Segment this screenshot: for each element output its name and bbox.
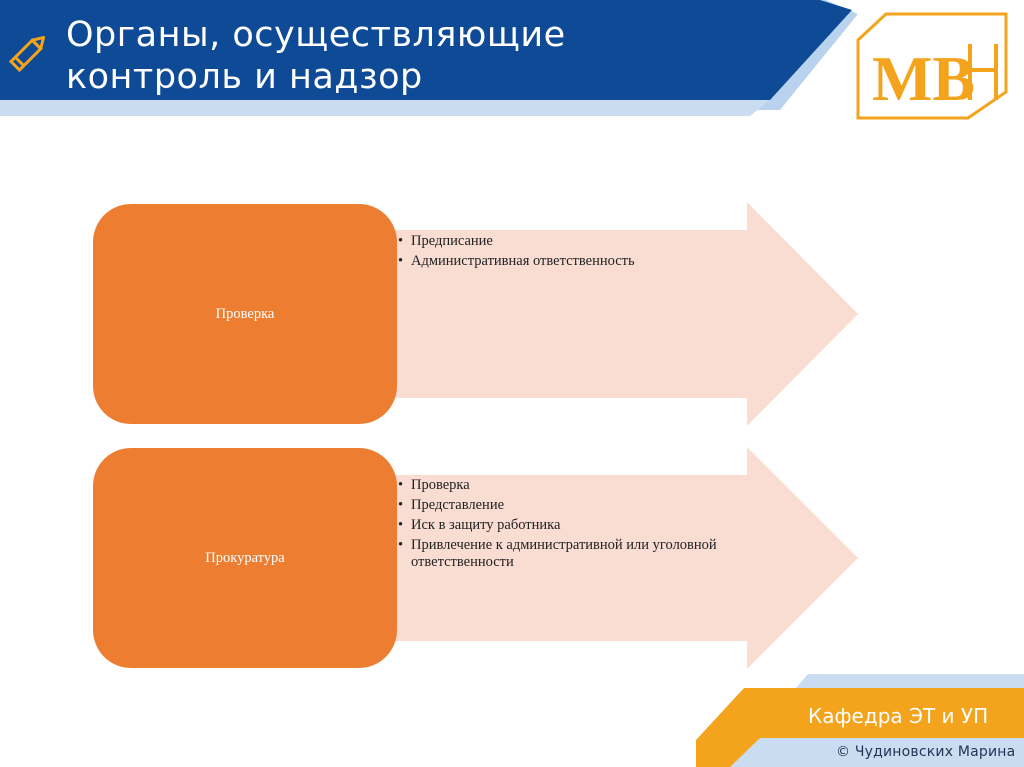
list-item: •Предписание [398,233,493,249]
department-label: Кафедра ЭТ и УП [808,704,989,728]
pencil-icon [8,35,46,73]
header-band [0,0,858,116]
copyright-text: © Чудиновских Марина [836,744,1016,760]
page-title: Органы, осуществляющие контроль и надзор [66,14,686,98]
list-item: •Административная ответственность [398,253,635,269]
row-2-arrow [340,447,858,669]
title-line-1: Органы, осуществляющие [66,15,566,55]
mvb-logo: МВ [856,12,1008,120]
list-item: •Привлечение к административной или угол… [398,537,717,570]
row-1-arrow [340,202,858,426]
row-1-list: •Предписание •Административная ответстве… [396,233,736,273]
list-item: •Проверка [398,477,470,493]
list-item: •Представление [398,497,505,513]
row-2-list: •Проверка •Представление •Иск в защиту р… [396,477,791,574]
title-line-2: контроль и надзор [66,57,423,97]
list-item: •Иск в защиту работника [398,517,561,533]
row-2-box [93,448,397,668]
row-1-box [93,204,397,424]
footer-band [696,674,1024,767]
logo-letters: МВ [872,43,975,114]
row-2-label: Прокуратура [205,550,285,566]
row-1-label: Проверка [215,306,275,322]
